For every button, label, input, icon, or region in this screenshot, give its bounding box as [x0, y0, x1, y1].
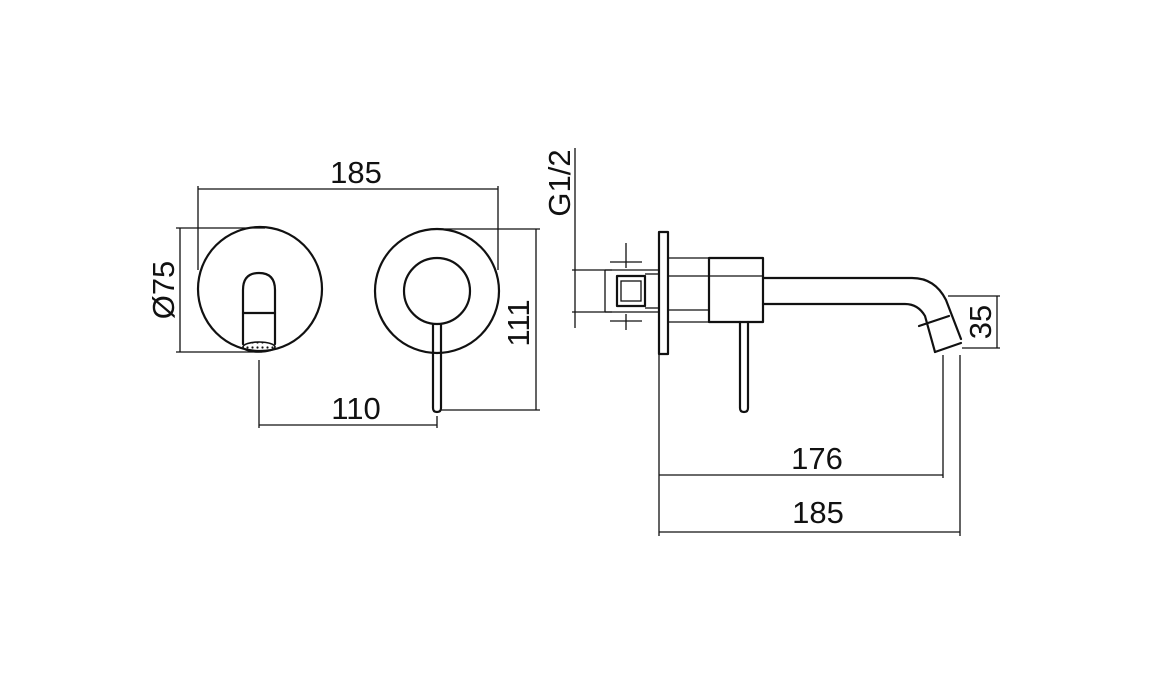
spout-front-body [241, 271, 277, 346]
dim-111-label: 111 [501, 299, 536, 346]
dim-176-label: 176 [791, 441, 843, 476]
mixer-plate-outline [373, 227, 501, 355]
spout-side [761, 276, 963, 354]
valve-body [604, 243, 659, 330]
dim-dia-label: Ø75 [146, 261, 181, 320]
dim-110-label: 110 [331, 391, 380, 426]
dim-185-front-label: 185 [330, 155, 382, 190]
spout-plate-outline [196, 225, 324, 353]
dim-thread-label: G1/2 [542, 149, 577, 216]
mixer-knob [402, 256, 472, 326]
mixer-body [668, 256, 765, 414]
mixer-lever-front [431, 322, 443, 414]
dim-185-side-label: 185 [792, 495, 844, 530]
side-view: G1/2 35 176 185 [542, 148, 1000, 536]
dim-35-label: 35 [963, 305, 998, 339]
front-view: 185 Ø75 110 111 [146, 155, 540, 428]
spout-aerator [242, 341, 276, 353]
wall-plate [657, 230, 670, 356]
